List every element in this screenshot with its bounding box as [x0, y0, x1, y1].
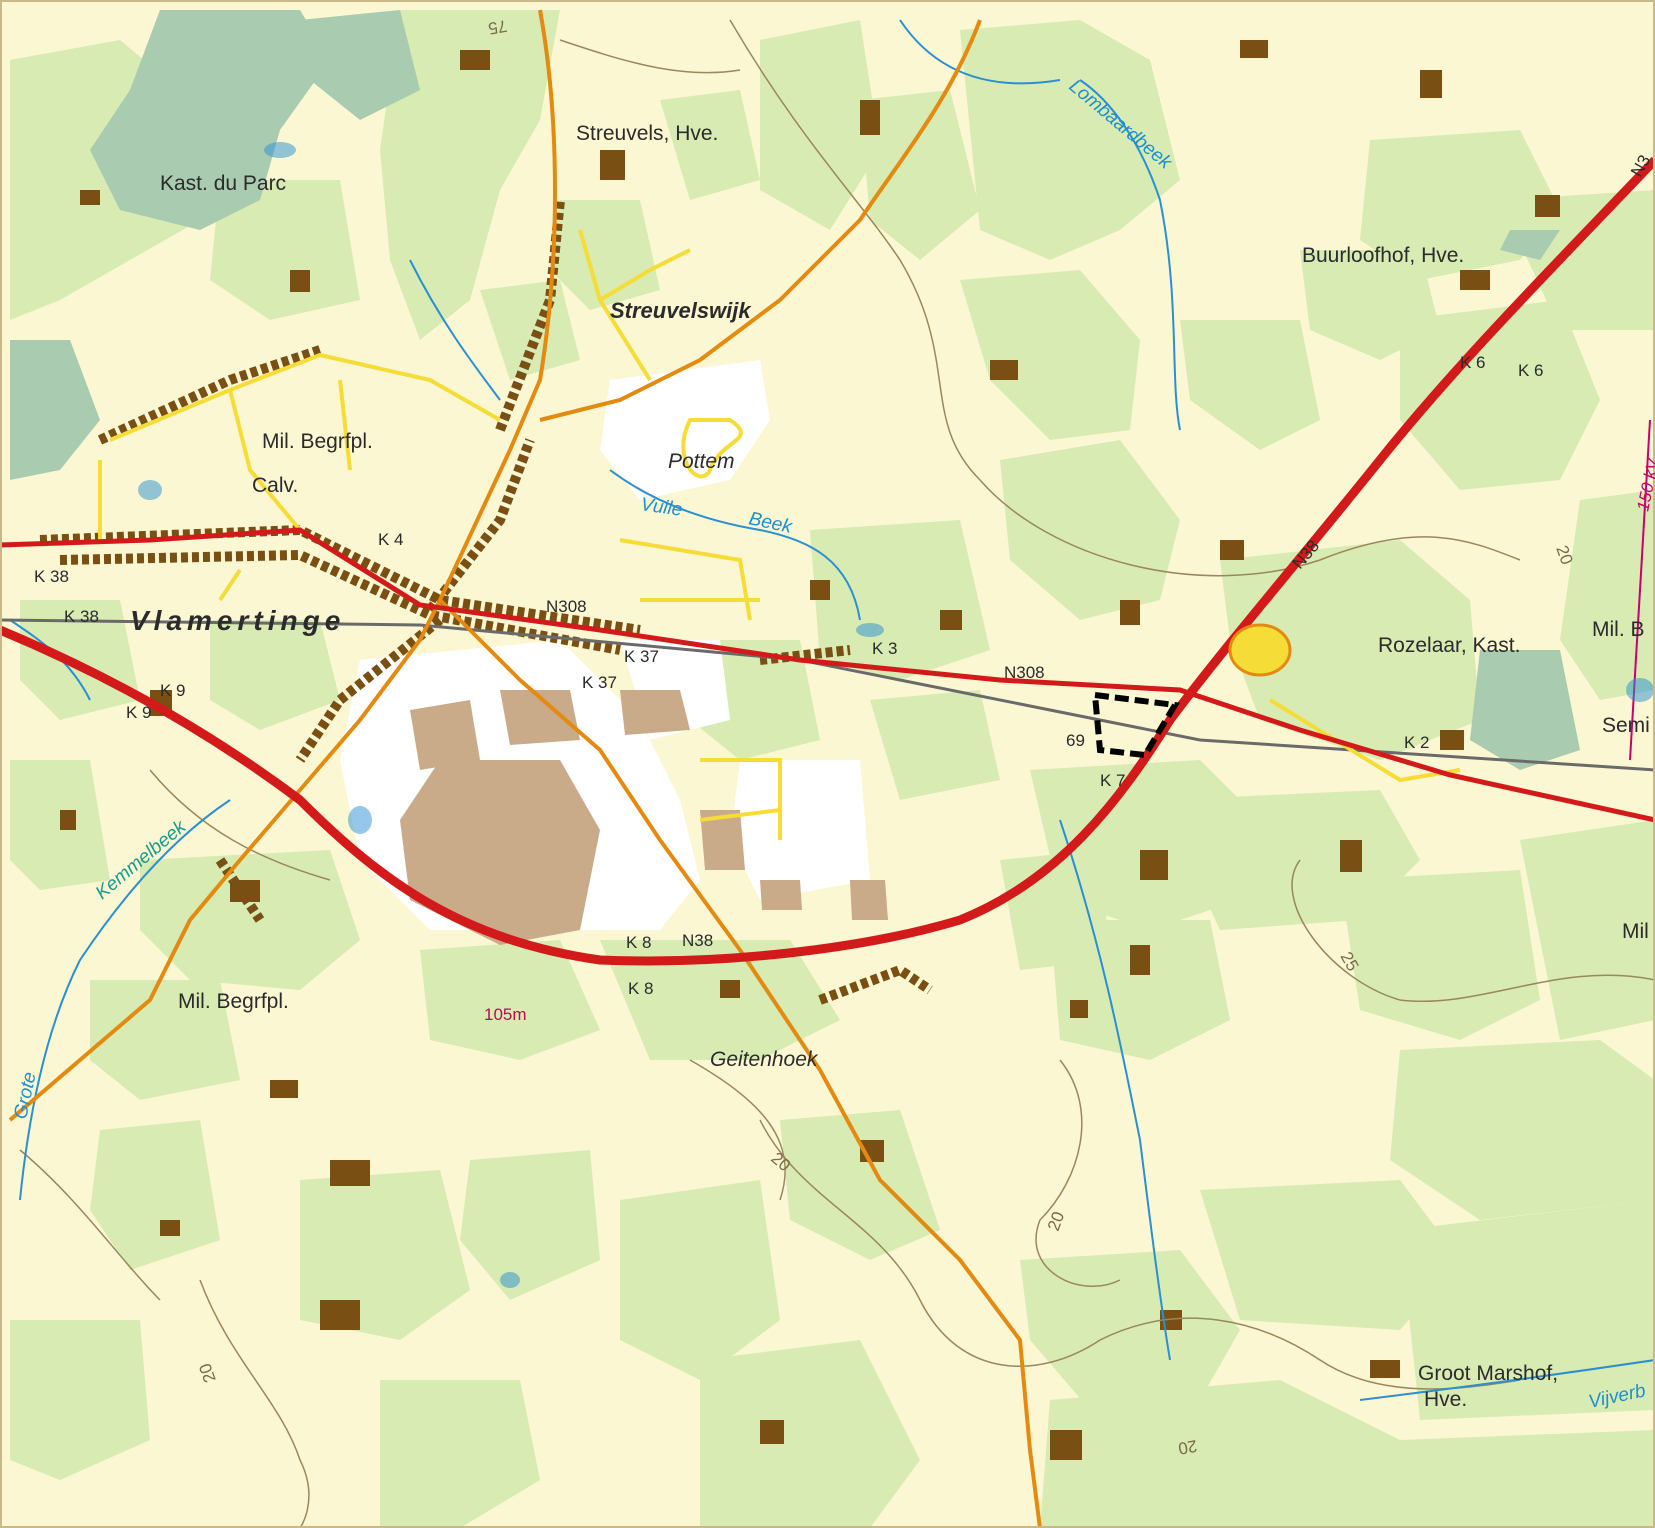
highway-n38 [0, 156, 1655, 966]
park-areas [10, 10, 1580, 770]
label-k37-upper: K 37 [624, 647, 659, 666]
label-rozelaar-kast: Rozelaar, Kast. [1378, 634, 1520, 657]
label-n308-west: N308 [546, 597, 587, 616]
ponds [138, 142, 1654, 1288]
contour-label-75: 75 [487, 16, 509, 38]
waterways [9, 19, 1655, 1401]
industrial-buildings [400, 690, 888, 945]
main-roads [0, 527, 1655, 823]
label-semi-edge: Semi [1602, 714, 1650, 737]
label-mil-begrfpl-north: Mil. Begrfpl. [262, 430, 373, 453]
label-pottem: Pottem [668, 450, 735, 473]
label-kast-du-parc: Kast. du Parc [160, 172, 286, 195]
label-n308-east: N308 [1004, 663, 1045, 682]
label-k38-upper: K 38 [34, 567, 69, 586]
buildings [60, 40, 1560, 1460]
label-k6-left: K 6 [1460, 353, 1486, 372]
label-streuvels-hve: Streuvels, Hve. [576, 122, 718, 145]
contour-lines [19, 19, 1655, 1528]
label-mil-b-edge: Mil. B [1592, 618, 1645, 641]
label-k8-lower: K 8 [628, 979, 654, 998]
label-mil-begrfpl-south: Mil. Begrfpl. [178, 990, 289, 1013]
label-k7: K 7 [1100, 771, 1126, 790]
study-area-boundary [1091, 691, 1180, 759]
secondary-roads [8, 9, 1042, 1528]
label-k4: K 4 [378, 530, 404, 549]
label-k3: K 3 [872, 639, 898, 658]
label-k9-lower: K 9 [126, 703, 152, 722]
interchange [1228, 623, 1292, 677]
label-streuvelswijk: Streuvelswijk [610, 298, 752, 323]
label-geitenhoek: Geitenhoek [710, 1048, 819, 1071]
label-k38-lower: K 38 [64, 607, 99, 626]
label-mil-edge: Mil [1622, 920, 1649, 943]
label-k2: K 2 [1404, 733, 1430, 752]
label-calv: Calv. [252, 474, 298, 497]
label-105m: 105m [484, 1005, 527, 1024]
power-line [1629, 419, 1651, 761]
label-hve: Hve. [1424, 1388, 1467, 1411]
contour-label-20-south: 20 [1177, 1436, 1199, 1458]
label-groot-marshof: Groot Marshof, [1418, 1362, 1558, 1385]
label-n38-south: N38 [682, 931, 713, 950]
label-69: 69 [1066, 731, 1085, 750]
label-buurloofhof: Buurloofhof, Hve. [1302, 244, 1464, 267]
label-k6-right: K 6 [1518, 361, 1544, 380]
label-vlamertinge: Vlamertinge [130, 605, 345, 636]
label-k9-upper: K 9 [160, 681, 186, 700]
label-k8-upper: K 8 [626, 933, 652, 952]
label-k37-lower: K 37 [582, 673, 617, 692]
